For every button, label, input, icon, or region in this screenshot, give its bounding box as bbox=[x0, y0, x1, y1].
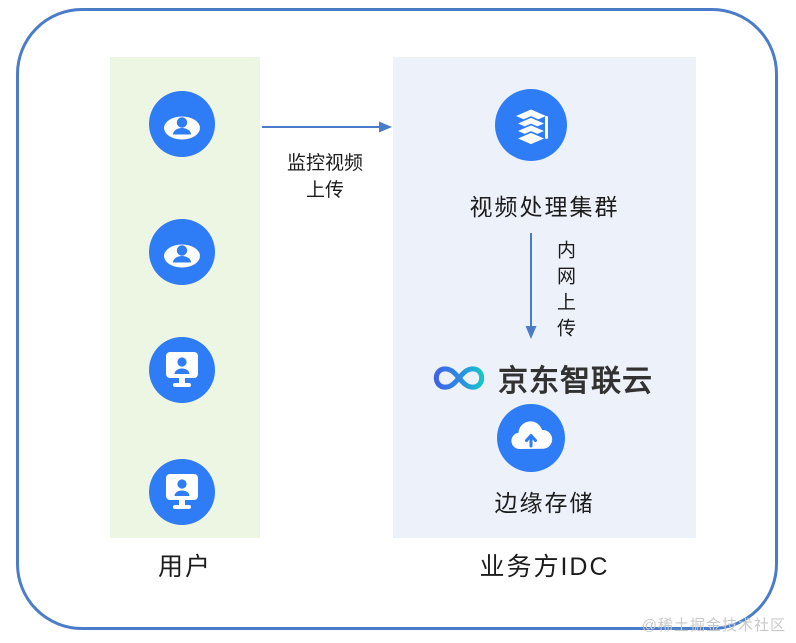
upload-arrow-label: 监控视频 上传 bbox=[258, 151, 392, 204]
outer-rounded-frame bbox=[16, 8, 778, 630]
upload-arrow-label-line1: 监控视频 bbox=[286, 153, 363, 174]
user-icon bbox=[164, 244, 200, 268]
jd-cloud-logo: 京东智联云 bbox=[426, 351, 653, 405]
user-icon-circle bbox=[149, 91, 215, 157]
storage-icon-circle bbox=[497, 404, 565, 472]
intranet-arrow-label: 内网上传 bbox=[554, 240, 575, 344]
watermark: @稀土掘金技术社区 bbox=[641, 617, 786, 634]
cluster-icon-circle bbox=[495, 89, 567, 161]
users-panel-caption: 用户 bbox=[157, 553, 212, 581]
upload-arrow-label-line2: 上传 bbox=[305, 179, 344, 201]
stacked-layers-icon bbox=[513, 109, 549, 146]
infinity-ribbon-icon bbox=[433, 366, 485, 390]
idc-panel-caption: 业务方IDC bbox=[479, 553, 610, 581]
jd-cloud-logo-text: 京东智联云 bbox=[498, 365, 653, 398]
intranet-arrow bbox=[525, 233, 537, 339]
monitor-user-icon bbox=[166, 474, 198, 509]
storage-label: 边缘存储 bbox=[494, 490, 595, 516]
user-icon bbox=[164, 116, 200, 140]
monitor-icon-circle bbox=[149, 337, 215, 403]
monitor-user-icon bbox=[166, 352, 198, 387]
upload-arrow bbox=[262, 121, 392, 133]
user-icon-circle bbox=[149, 219, 215, 285]
cluster-label: 视频处理集群 bbox=[469, 194, 620, 220]
monitor-icon-circle bbox=[149, 459, 215, 525]
cloud-upload-icon bbox=[511, 421, 553, 449]
